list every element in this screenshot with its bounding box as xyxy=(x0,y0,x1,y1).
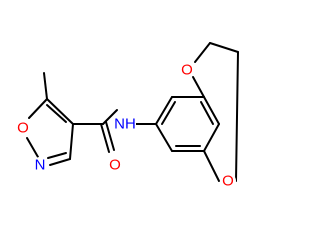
bond-o1-n2 xyxy=(26,137,39,158)
atom-n-isoxazole: N xyxy=(32,157,48,174)
atom-labels: O N O NH O O xyxy=(15,62,236,190)
atom-o-dioxane-top: O xyxy=(179,62,195,79)
bond-carbonyl-n xyxy=(102,109,118,125)
bond-c3-c4 xyxy=(69,123,74,160)
molecule-structure: O N O NH O O xyxy=(15,42,239,190)
atom-o-carbonyl-label: O xyxy=(109,157,121,174)
bond-ar-3 xyxy=(203,96,220,125)
bonds xyxy=(26,42,239,182)
bond-ar-1-inner xyxy=(161,101,176,125)
bond-ch2-ch2 xyxy=(209,42,239,53)
atom-o-dioxane-bottom: O xyxy=(220,173,236,190)
atom-n-isoxazole-label: N xyxy=(35,157,46,174)
bond-o-top-ch2 xyxy=(194,42,211,63)
bond-c4-c5-inner xyxy=(46,104,67,123)
bond-methyl xyxy=(43,72,48,100)
atom-nh-amide-label: NH xyxy=(114,116,136,133)
bond-carbonyl-o xyxy=(100,123,110,153)
bond-n2-c3 xyxy=(49,158,71,166)
bond-ar-4 xyxy=(203,123,220,152)
bond-carbonyl-o-double xyxy=(105,121,115,151)
bond-ar-1 xyxy=(155,96,173,125)
bond-ar-o-top xyxy=(192,76,205,98)
bond-o-bottom-ar xyxy=(203,150,220,182)
atom-o-isoxazole: O xyxy=(15,120,31,137)
bond-ar-3-inner xyxy=(200,101,214,125)
atom-o-dioxane-bottom-label: O xyxy=(222,173,234,190)
atom-o-carbonyl: O xyxy=(107,157,123,174)
atom-o-isoxazole-label: O xyxy=(17,120,29,137)
atom-o-dioxane-top-label: O xyxy=(181,62,193,79)
atom-nh-amide: NH xyxy=(114,115,136,133)
bond-n2-c3-inner xyxy=(47,152,67,159)
bond-c4-c5 xyxy=(46,98,74,125)
bond-ch2-o-bottom xyxy=(235,51,239,182)
bond-c5-o1 xyxy=(28,98,48,119)
bond-ar-6 xyxy=(155,123,173,152)
